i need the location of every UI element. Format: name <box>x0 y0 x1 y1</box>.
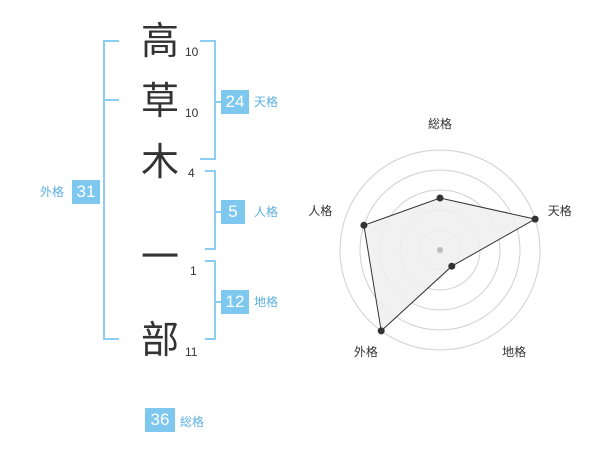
tenkaku-value-badge: 24 <box>221 90 249 114</box>
name-char-2: 草 <box>140 79 179 123</box>
gaikaku-bracket <box>103 40 119 340</box>
name-char-5: 部 <box>140 318 179 362</box>
stroke-count-3: 4 <box>188 166 195 180</box>
stroke-count-4: 1 <box>190 264 197 278</box>
stroke-count-5: 11 <box>185 345 198 359</box>
jinkaku-bracket-tick <box>214 211 222 213</box>
radar-axis-label-2: 天格 <box>548 203 572 218</box>
radar-point-4 <box>377 327 385 335</box>
name-char-4: 一 <box>140 235 179 279</box>
radar-axis-label-3: 地格 <box>502 344 526 359</box>
tenkaku-bracket-tick <box>214 101 222 103</box>
tenkaku-label: 天格 <box>254 95 279 109</box>
radar-axis-label-1: 総格 <box>428 116 452 131</box>
chikaku-bracket <box>205 260 216 340</box>
gaikaku-value-badge: 31 <box>72 180 100 204</box>
chikaku-bracket-tick <box>214 301 222 303</box>
radar-point-1 <box>436 194 444 202</box>
gaikaku-label: 外格 <box>40 185 65 199</box>
radar-center-dot <box>437 247 443 253</box>
chikaku-label: 地格 <box>254 295 279 309</box>
jinkaku-value-badge: 5 <box>221 200 245 224</box>
stroke-count-2: 10 <box>185 106 199 120</box>
gaikaku-bracket-tick <box>103 99 119 101</box>
jinkaku-label: 人格 <box>254 205 279 219</box>
chikaku-value-badge: 12 <box>221 290 249 314</box>
radar-point-5 <box>360 221 368 229</box>
soukaku-value-badge: 36 <box>145 408 175 432</box>
name-char-3: 木 <box>140 140 179 184</box>
radar-axis-label-4: 外格 <box>354 344 378 359</box>
name-char-1: 高 <box>140 19 179 63</box>
soukaku-label: 総格 <box>180 415 205 429</box>
tenkaku-bracket <box>200 40 216 160</box>
radar-axis-label-5: 人格 <box>308 203 332 218</box>
jinkaku-bracket <box>205 170 216 250</box>
radar-point-3 <box>448 262 456 270</box>
stroke-count-1: 10 <box>185 45 199 59</box>
radar-ring-5 <box>339 149 541 351</box>
radar-point-2 <box>531 215 539 223</box>
radar-ring-4 <box>359 169 521 331</box>
